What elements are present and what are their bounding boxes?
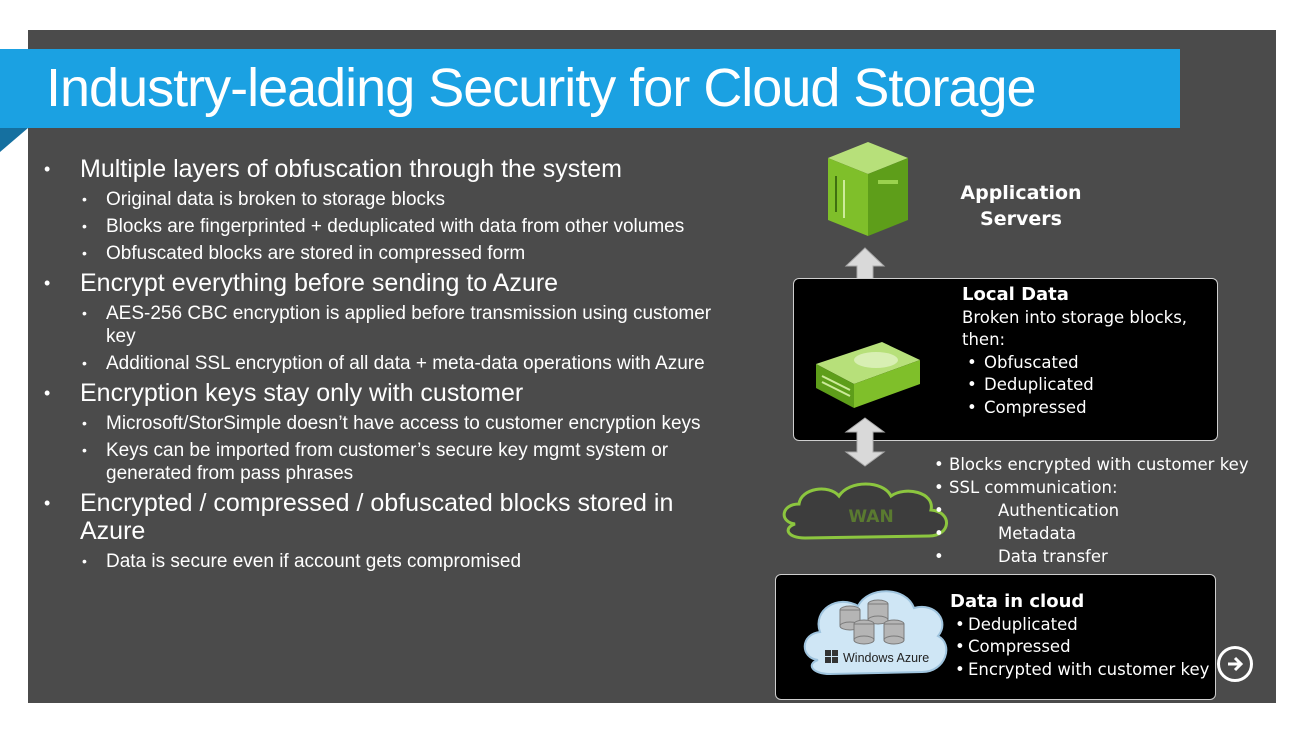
wan-item-2: SSL communication: <box>929 476 1249 499</box>
server-tower-icon <box>828 142 908 236</box>
cloud-item-3: Encrypted with customer key <box>950 659 1212 682</box>
double-arrow-bottom <box>844 417 886 467</box>
bullet-4: Encrypted / compressed / obfuscated bloc… <box>42 489 732 545</box>
cloud-item-1: Deduplicated <box>950 614 1212 637</box>
wan-label: WAN <box>848 507 893 527</box>
title-notch <box>0 128 28 152</box>
wan-sub-2: Metadata <box>929 522 1249 545</box>
bullet-1: Multiple layers of obfuscation through t… <box>42 155 732 183</box>
next-slide-button[interactable] <box>1217 646 1253 682</box>
local-item-1: Obfuscated <box>962 352 1207 375</box>
arrow-right-circle-icon <box>1228 656 1244 672</box>
wan-cloud-icon: WAN <box>782 482 948 540</box>
bullet-2: Encrypt everything before sending to Azu… <box>42 269 732 297</box>
bullet-1-3: Obfuscated blocks are stored in compress… <box>42 242 732 265</box>
local-data-heading: Local Data <box>962 284 1069 305</box>
wan-sub-1: Authentication <box>929 499 1249 522</box>
bullet-1-2: Blocks are fingerprinted + deduplicated … <box>42 215 732 238</box>
windows-logo-icon <box>825 650 838 663</box>
bullet-3: Encryption keys stay only with customer <box>42 379 732 407</box>
azure-cloud-icon: Windows Azure <box>803 590 948 676</box>
bullet-3-1: Microsoft/StorSimple doesn’t have access… <box>42 412 732 435</box>
local-item-3: Compressed <box>962 397 1207 420</box>
bullet-2-1: AES-256 CBC encryption is applied before… <box>42 302 732 348</box>
local-data-desc: Broken into storage blocks, then: <box>962 307 1188 350</box>
cloud-data-text: Data in cloud Deduplicated Compressed En… <box>950 591 1212 681</box>
local-item-2: Deduplicated <box>962 374 1207 397</box>
bullet-4-1: Data is secure even if account gets comp… <box>42 550 732 573</box>
wan-sub-3: Data transfer <box>929 545 1249 568</box>
slide-title: Industry-leading Security for Cloud Stor… <box>46 58 1037 118</box>
application-servers-label: Application Servers <box>960 182 1082 230</box>
wan-item-1: Blocks encrypted with customer key <box>929 453 1249 476</box>
cloud-item-2: Compressed <box>950 636 1212 659</box>
bullet-list: Multiple layers of obfuscation through t… <box>42 155 732 573</box>
local-data-text: Local Data Broken into storage blocks, t… <box>962 284 1207 419</box>
title-bar <box>0 49 1180 128</box>
cloud-data-heading: Data in cloud <box>950 591 1085 612</box>
bullet-3-2: Keys can be imported from customer’s sec… <box>42 439 732 485</box>
bullet-2-2: Additional SSL encryption of all data + … <box>42 352 732 375</box>
wan-notes: Blocks encrypted with customer key SSL c… <box>929 453 1249 568</box>
bullet-1-1: Original data is broken to storage block… <box>42 188 732 211</box>
storage-appliance-icon <box>816 342 920 408</box>
windows-azure-logo-text: Windows Azure <box>843 651 929 665</box>
